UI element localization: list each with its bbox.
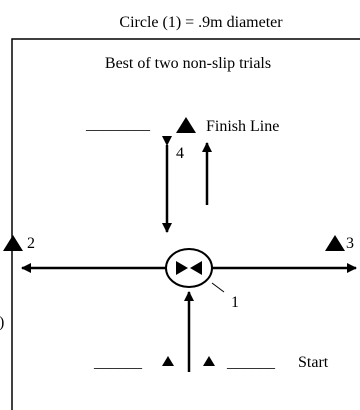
cone-3-icon xyxy=(325,235,345,251)
marker-2-label: 2 xyxy=(27,235,35,252)
finish-blank-line: ________ xyxy=(85,116,151,133)
marker-4-label: 4 xyxy=(176,145,184,162)
start-label: Start xyxy=(298,354,329,371)
start-cone-right-icon xyxy=(203,356,215,366)
center-bowtie-icon xyxy=(176,261,202,275)
cone-2-icon xyxy=(3,235,23,251)
marker-3-label: 3 xyxy=(346,235,354,252)
circle-label-leader xyxy=(211,282,225,293)
finish-line-label: Finish Line xyxy=(206,118,279,135)
start-blank-left: ______ xyxy=(93,354,143,371)
finish-cone-icon xyxy=(176,117,196,133)
trial-rule-text: Best of two non-slip trials xyxy=(105,55,271,72)
marker-1-label: 1 xyxy=(231,294,239,311)
edge-fragment: ) xyxy=(0,314,4,331)
course-area-box xyxy=(11,38,360,410)
center-circle xyxy=(165,248,213,288)
start-blank-right: ______ xyxy=(226,354,276,371)
circle-diameter-note: Circle (1) = .9m diameter xyxy=(119,14,283,31)
start-cone-left-icon xyxy=(162,356,174,366)
